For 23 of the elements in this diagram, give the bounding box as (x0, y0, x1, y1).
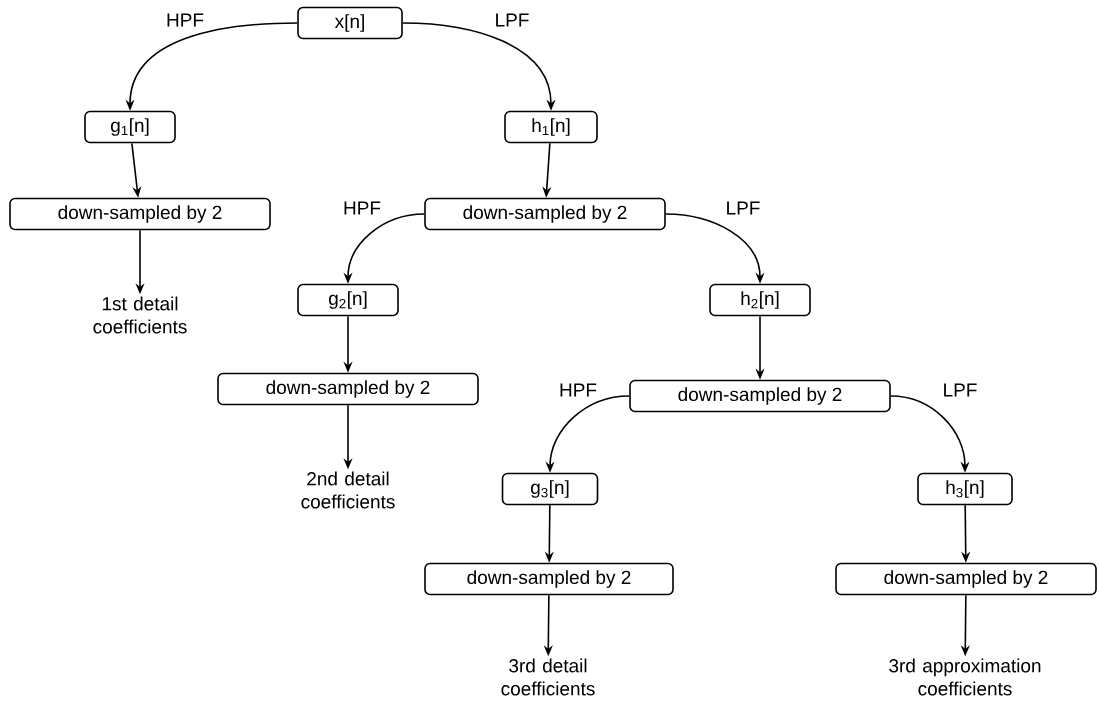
edge-label: HPF (167, 13, 204, 27)
output-text: 2nd detail coefficients (301, 471, 395, 509)
output-text: 1st detail coefficients (93, 296, 187, 334)
edge-label: LPF (496, 13, 529, 27)
process-box: down-sampled by 2 (424, 562, 674, 596)
output-text: 3rd approximation coefficients (889, 658, 1041, 696)
process-box: down-sampled by 2 (424, 197, 666, 231)
edge-label: LPF (727, 201, 760, 215)
edge-label: LPF (944, 383, 977, 397)
process-box: down-sampled by 2 (217, 372, 479, 406)
filter-box: g$_{3}$[n] (501, 472, 599, 506)
filter-box: g$_{2}$[n] (297, 283, 399, 317)
process-box: down-sampled by 2 (835, 562, 1097, 596)
filter-box: h$_{3}$[n] (917, 472, 1013, 506)
filter-box: h$_{1}$[n] (504, 110, 598, 144)
process-box: down-sampled by 2 (629, 379, 891, 413)
filter-box: x[n] (297, 6, 403, 40)
output-text: 3rd detail coefficients (501, 658, 595, 696)
filter-box: g$_{1}$[n] (84, 110, 176, 144)
filter-box: h$_{2}$[n] (709, 283, 811, 317)
process-box: down-sampled by 2 (9, 197, 271, 231)
edge-label: HPF (344, 201, 381, 215)
edge-label: HPF (560, 383, 597, 397)
